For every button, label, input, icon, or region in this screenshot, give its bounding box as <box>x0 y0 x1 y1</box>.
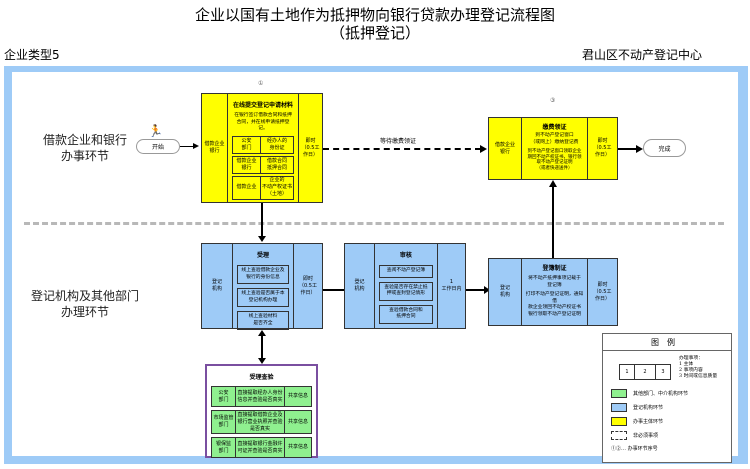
step-title: 受理 <box>256 252 269 259</box>
verify-row: 市场监管 部门直接提取借款企业及 银行营业执照并查验 是否真实共享信息 <box>211 410 312 434</box>
arrow <box>261 336 263 360</box>
arrow <box>466 289 488 291</box>
arrowhead <box>636 145 643 153</box>
page-title: 企业以国有土地作为抵押物向银行贷款办理登记流程图 <box>194 6 555 24</box>
cell: 公安 部门 <box>212 387 236 406</box>
lane-label-top: 借款企业和银行 办事环节 <box>42 133 127 163</box>
legend-label: 其他部门、中介机构环节 <box>633 391 689 397</box>
center-name: 君山区不动产登记中心 <box>582 48 703 62</box>
step-pay-and-collect: 借款企业 银行 缴费领证 到不动产登记窗口 （或网上）缴纳登记费 到不动产登记窗… <box>488 117 618 180</box>
step-desc: 在银行签订借款合同和抵押合同，并在线申请抵押登记。 <box>234 113 292 131</box>
cell: 共享信息 <box>287 393 308 399</box>
legend: 图例 1 2 3 办理事项： 1 主体 2 事项内容 3 时间或信息质量 其他部… <box>602 333 732 463</box>
runner-icon: 🏃 <box>148 124 163 138</box>
arrow <box>180 146 196 147</box>
step-review: 登记 机构 审核 查阅不动产登记簿 查验是否存在禁止抵 押或查封登记情形 查验借… <box>344 243 466 329</box>
legend-notes: 办理事项： 1 主体 2 事项内容 3 时间或信息质量 <box>679 356 718 379</box>
time-label: 即时 （0.5工 作日） <box>298 94 322 202</box>
cell: 3 <box>661 368 665 375</box>
time-label: 即时 （0.5工 作日） <box>292 244 322 328</box>
arrow <box>261 203 263 239</box>
arrowhead <box>258 236 266 242</box>
yellow-swatch <box>611 417 627 426</box>
arrowhead <box>480 145 487 153</box>
cell: 经办人的 身份证 <box>266 137 287 151</box>
step-register-certificate: 登记 机构 登簿制证 将不动产抵押事项记载于 登记簿 打印不动产登记证明，通知借… <box>488 258 618 326</box>
legend-title: 图例 <box>603 334 731 351</box>
lane-divider <box>24 222 724 225</box>
check-item: 查验是否存在禁止抵 押或查封登记情形 <box>378 281 433 301</box>
lane-label-bottom: 登记机构及其他部门 办理环节 <box>30 289 139 319</box>
actor-label: 借款企业 银行 <box>489 118 522 179</box>
arrow <box>323 289 344 291</box>
dashed-arrow <box>323 148 481 150</box>
arrow <box>618 148 638 150</box>
cell: 直接提取经办人身份 信息并查验是否真实 <box>236 387 285 406</box>
cell: 共享信息 <box>287 418 308 425</box>
panel-title: 受理查验 <box>249 374 274 381</box>
blue-swatch <box>611 403 627 412</box>
legend-label: ①②… 办事环节序号 <box>611 446 658 452</box>
check-item: 线上查验是否属于本 登记机构办理 <box>236 288 289 307</box>
end-terminal: 完成 <box>643 139 686 157</box>
arrowhead <box>484 286 490 294</box>
check-item: 线上查验借款企业及 银行的身份信息 <box>236 265 289 284</box>
arrow <box>552 186 554 258</box>
cell: 公安 部门 <box>233 136 261 153</box>
edge-label: 等待缴费领证 <box>380 138 417 145</box>
cell: 直接提取借款企业及 银行营业执照并查验 是否真实 <box>236 411 285 433</box>
cell: 共享信息 <box>287 444 308 450</box>
cell: 2 <box>635 365 656 379</box>
step-number: ① <box>258 80 264 87</box>
cell: 借款企业 <box>233 176 261 199</box>
step-desc: 打印不动产登记证明，通知借 款企业领回不动产权证书 银行领取不动产登记证明 <box>525 292 584 317</box>
step-title: 在线提交登记申请材料 <box>232 102 293 109</box>
time-label: 1 工作日内 <box>436 244 465 328</box>
cell: 银保监 部门 <box>212 438 236 457</box>
step-desc: 到不动产登记窗口领取企业 期回不动产权证书，银行领 取不动产登记证明 （或者快递… <box>527 149 582 171</box>
check-item: 查验借款合同和 抵押合同 <box>378 304 433 324</box>
cell: 企业的 不动产权证书 （土地） <box>262 177 293 197</box>
time-label: 即时 （0.5工 作日） <box>587 118 617 179</box>
arrowhead <box>258 358 266 364</box>
check-item: 查阅不动产登记簿 <box>378 265 433 278</box>
time-label: 即时 （0.5工 作日） <box>587 259 617 325</box>
actor-label: 登记 机构 <box>202 244 233 328</box>
cell: 借款合同 抵押合同 <box>266 157 287 171</box>
page-subtitle: （抵押登记） <box>329 24 420 42</box>
actor-label: 登记 机构 <box>345 244 375 328</box>
cell: 借款企业 银行 <box>233 156 261 173</box>
cell: 市场监管 部门 <box>212 411 236 433</box>
verification-panel: 受理查验 公安 部门直接提取经办人身份 信息并查验是否真实共享信息 市场监管 部… <box>205 364 318 458</box>
material-row: 公安 部门经办人的 身份证 <box>232 135 294 154</box>
start-terminal: 开始 <box>136 139 180 154</box>
actor-label: 借款企业 银行 <box>202 94 228 202</box>
green-swatch <box>611 389 627 398</box>
material-row: 借款企业 银行借款合同 抵押合同 <box>232 155 294 174</box>
step-accept: 登记 机构 受理 线上查验借款企业及 银行的身份信息 线上查验是否属于本 登记机… <box>201 243 323 330</box>
step-title: 登簿制证 <box>542 265 567 272</box>
step-title: 审核 <box>399 252 412 259</box>
legend-label: 办事主体环节 <box>633 419 664 425</box>
arrowhead <box>549 180 557 187</box>
dashed-swatch <box>611 431 627 440</box>
legend-label: 非必须事项 <box>633 433 659 439</box>
check-item: 线上查验材料 是否齐全 <box>236 311 289 330</box>
arrowhead <box>193 143 199 149</box>
actor-label: 登记 机构 <box>489 259 522 325</box>
cell: 直接提取银行金融许 可证并查验是否真实 <box>236 438 285 457</box>
legend-label: 登记机构环节 <box>633 405 664 411</box>
verify-row: 公安 部门直接提取经办人身份 信息并查验是否真实共享信息 <box>211 386 312 407</box>
legend-sample-box: 1 2 3 <box>619 364 671 380</box>
material-row: 借款企业企业的 不动产权证书 （土地） <box>232 175 294 200</box>
step-desc: 到不动产登记窗口 （或网上）缴纳登记费 <box>530 133 579 145</box>
step-number: ③ <box>550 97 556 104</box>
cell: 1 <box>620 365 635 379</box>
step-desc: 将不动产抵押事项记载于 登记簿 <box>528 276 581 288</box>
arrowhead <box>258 330 266 336</box>
enterprise-type: 企业类型5 <box>4 48 60 62</box>
verify-row: 银保监 部门直接提取银行金融许 可证并查验是否真实共享信息 <box>211 437 312 458</box>
step-submit-application: 借款企业 银行 在线提交登记申请材料 在银行签订借款合同和抵押合同，并在线申请抵… <box>201 93 323 203</box>
step-title: 缴费领证 <box>542 124 567 131</box>
